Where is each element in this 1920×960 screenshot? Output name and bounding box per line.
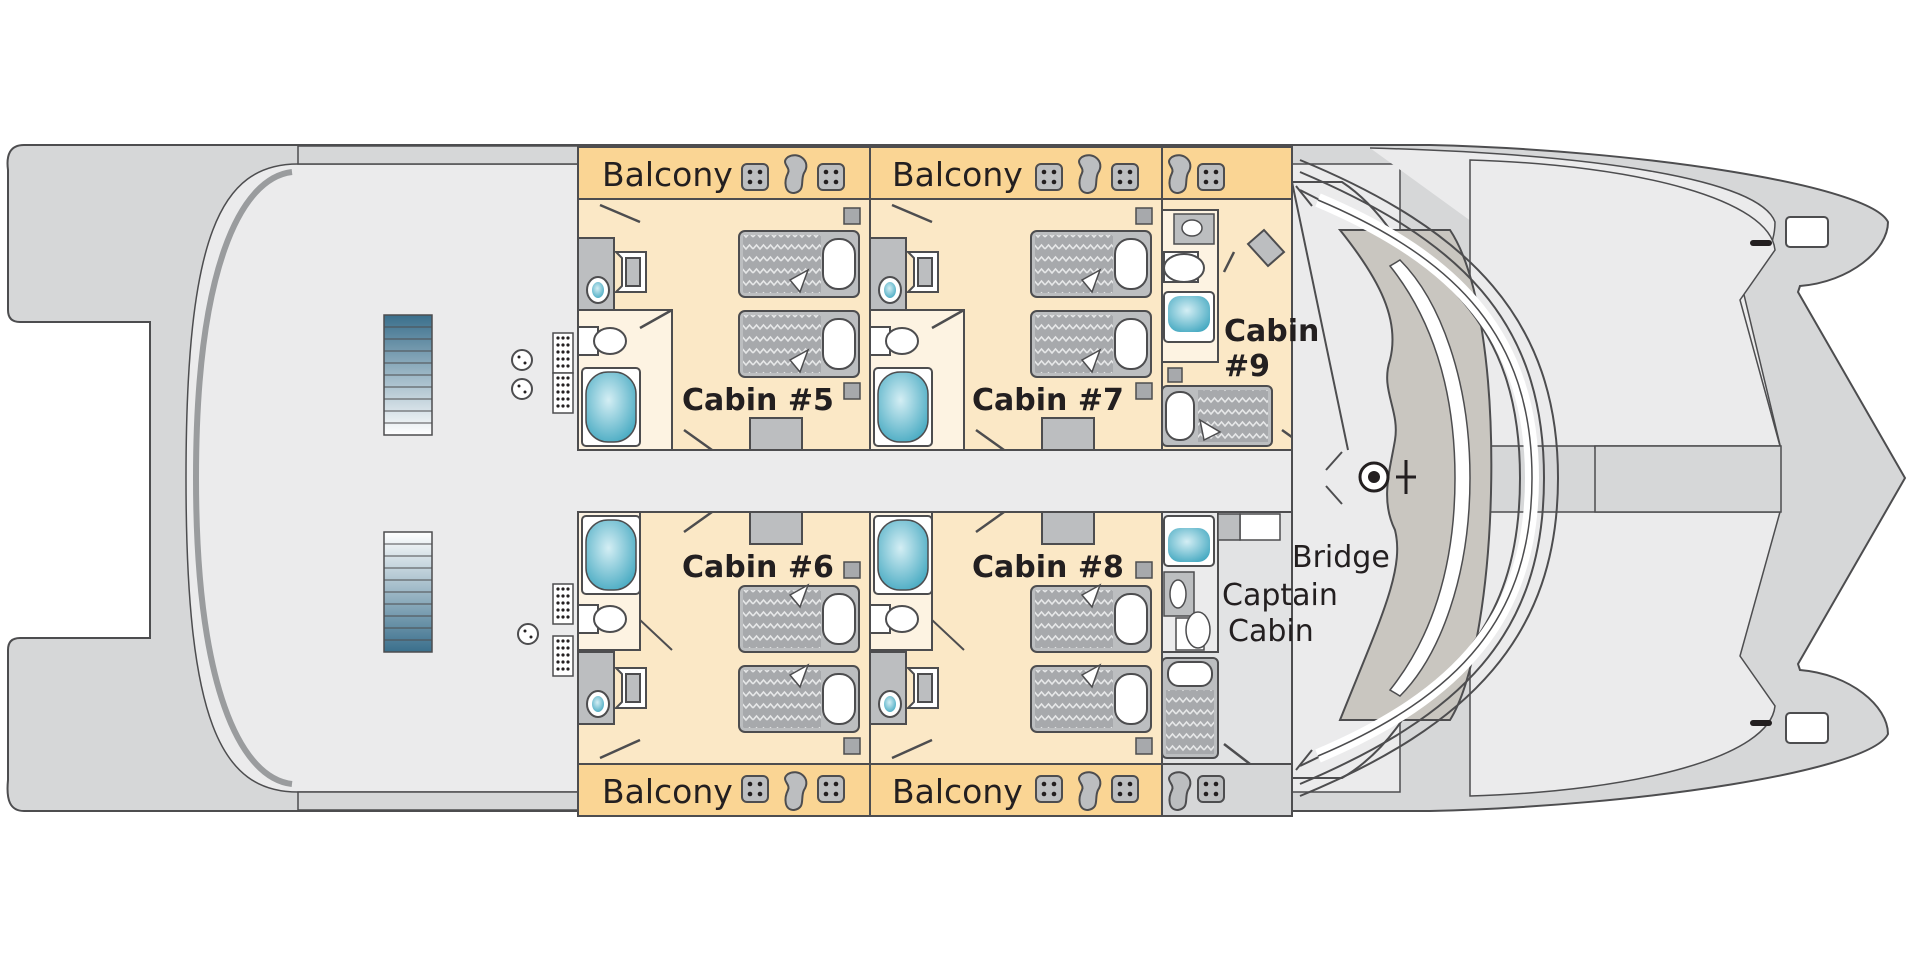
captain-cabin-label-line2: Cabin: [1228, 614, 1314, 649]
cabin-8-label: Cabin #8: [972, 550, 1124, 585]
deck-seating: [511, 332, 574, 677]
balcony-label-1: Balcony: [602, 155, 733, 194]
balcony-label-2: Balcony: [892, 155, 1023, 194]
cabin-9-label-line2: #9: [1224, 349, 1270, 384]
labels: Balcony Balcony Balcony Balcony Cabin #5…: [602, 155, 1390, 811]
captain-cabin: [1161, 511, 1317, 765]
corridor: [578, 450, 1348, 512]
cabin-6-label: Cabin #6: [682, 550, 834, 585]
stairs: [383, 314, 433, 653]
bridge: [1291, 159, 1560, 797]
balcony-label-4: Balcony: [892, 772, 1023, 811]
cabin-5-label: Cabin #5: [682, 383, 834, 418]
captain-cabin-label-line1: Captain: [1222, 578, 1338, 613]
cabin-9-label-line1: Cabin: [1224, 314, 1319, 349]
bridge-label: Bridge: [1292, 540, 1390, 575]
cabin-5: [577, 198, 871, 452]
cabin-6: [577, 510, 871, 765]
balconies-top: [577, 146, 1293, 200]
balconies-bottom: [577, 763, 1293, 817]
balcony-label-3: Balcony: [602, 772, 733, 811]
cabin-8: [869, 510, 1163, 765]
cabin-7-label: Cabin #7: [972, 383, 1124, 418]
